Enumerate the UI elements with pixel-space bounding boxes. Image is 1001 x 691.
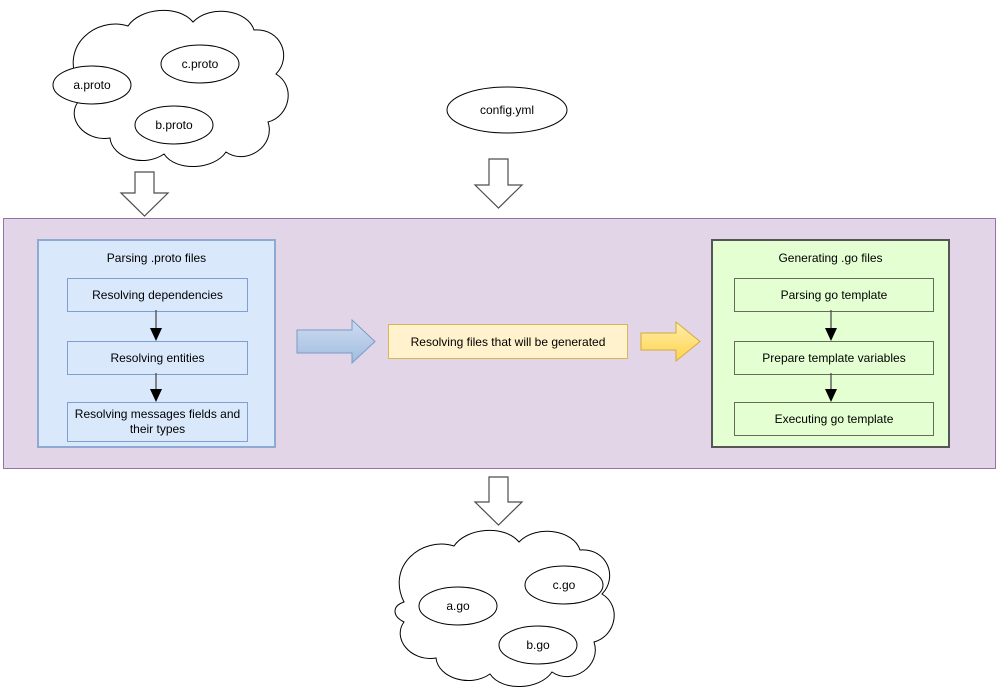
right-block-arrow-middle-to-generating (640, 320, 701, 363)
connector-arrowhead (825, 389, 837, 402)
parsing-proto-group[interactable]: Parsing .proto files Resolving dependenc… (37, 239, 276, 448)
step-label: Parsing go template (780, 287, 888, 302)
down-block-arrow-config-to-band (473, 158, 524, 209)
resolving-files-label: Resolving files that will be generated (410, 334, 606, 349)
config-node[interactable]: config.yml (446, 86, 568, 134)
go-files-cloud[interactable]: a.go c.go b.go (394, 529, 615, 687)
generating-group-title: Generating .go files (778, 251, 883, 265)
resolving-files-stage[interactable]: Resolving files that will be generated (388, 324, 628, 359)
step-label: Resolving dependencies (92, 287, 223, 302)
config-label: config.yml (480, 103, 534, 117)
file-ellipse-a-proto[interactable] (52, 65, 132, 105)
step-label: Resolving entities (110, 350, 205, 365)
step-resolving-message-fields[interactable]: Resolving messages fields and their type… (67, 402, 248, 442)
step-resolving-dependencies[interactable]: Resolving dependencies (67, 278, 248, 312)
file-ellipse-a-go[interactable] (418, 586, 498, 626)
step-prepare-template-variables[interactable]: Prepare template variables (734, 341, 934, 375)
connector-arrowhead (825, 328, 837, 341)
connector-arrowhead (150, 328, 162, 341)
file-ellipse-b-go[interactable] (498, 625, 578, 665)
file-ellipse-c-go[interactable] (524, 565, 604, 605)
config-ellipse[interactable] (446, 86, 568, 134)
connector-arrowhead (150, 389, 162, 402)
right-block-arrow-parsing-to-middle (296, 318, 376, 365)
down-block-arrow-band-to-output (473, 476, 524, 526)
parsing-group-connectors (150, 310, 162, 402)
cloud-outline (68, 9, 289, 167)
file-label: a.go (446, 599, 470, 613)
step-executing-go-template[interactable]: Executing go template (734, 402, 934, 436)
file-label: b.go (526, 638, 550, 652)
file-label: c.proto (182, 57, 219, 71)
file-label: b.proto (155, 118, 193, 132)
step-parsing-go-template[interactable]: Parsing go template (734, 278, 934, 312)
step-label: Resolving messages fields and their type… (74, 407, 241, 436)
generating-group-connectors (825, 310, 837, 402)
down-block-arrow-proto-to-band (119, 171, 170, 217)
file-label: a.proto (73, 78, 111, 92)
file-ellipse-b-proto[interactable] (134, 105, 214, 145)
file-ellipse-c-proto[interactable] (160, 44, 240, 84)
step-label: Executing go template (774, 411, 894, 426)
file-label: c.go (553, 578, 576, 592)
step-label: Prepare template variables (762, 350, 906, 365)
proto-files-cloud[interactable]: a.proto c.proto b.proto (52, 9, 289, 167)
step-resolving-entities[interactable]: Resolving entities (67, 341, 248, 375)
parsing-group-title: Parsing .proto files (106, 251, 207, 265)
generating-go-group[interactable]: Generating .go files Parsing go template… (711, 239, 950, 448)
